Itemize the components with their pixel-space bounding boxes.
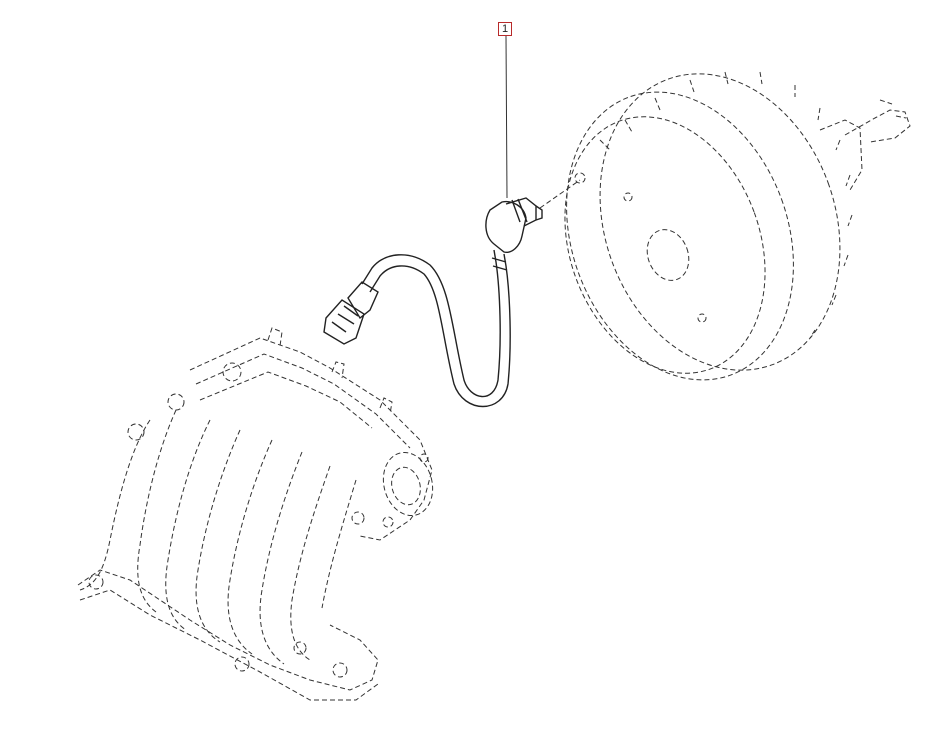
brake-booster: [539, 71, 911, 381]
callout-leader-line: [505, 35, 508, 199]
intake-manifold: [77, 327, 434, 701]
vacuum-sensor-with-hose: [323, 197, 543, 408]
callout-part-1[interactable]: 1: [498, 22, 512, 36]
